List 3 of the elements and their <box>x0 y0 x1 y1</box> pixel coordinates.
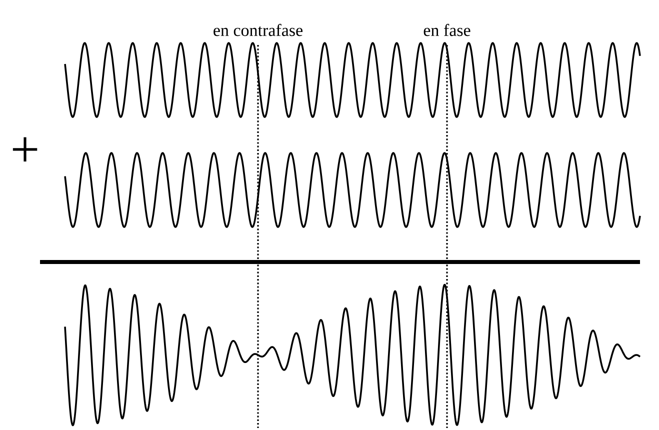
text-label: en fase <box>424 24 470 36</box>
text-label: en contrafase <box>214 24 302 36</box>
plus-sign: + <box>12 137 38 162</box>
